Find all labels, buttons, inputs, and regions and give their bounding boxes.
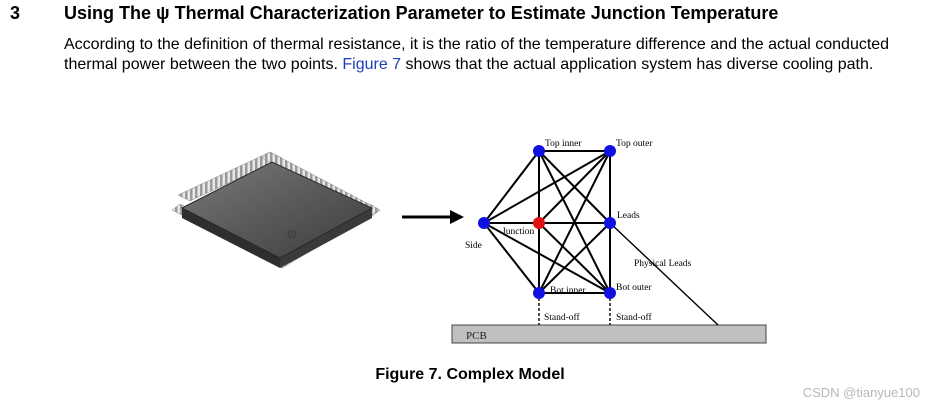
body-paragraph: According to the definition of thermal r… bbox=[64, 35, 926, 75]
pcb-board bbox=[451, 324, 767, 344]
label-side: Side bbox=[465, 241, 482, 251]
node-junction bbox=[533, 217, 545, 229]
label-top-inner: Top inner bbox=[545, 139, 582, 149]
section-title-prefix: Using The bbox=[64, 3, 157, 23]
label-bot-outer: Bot outer bbox=[616, 283, 652, 293]
paragraph-text-end: shows that the actual application system… bbox=[401, 56, 874, 73]
chip-package-illustration bbox=[171, 151, 381, 269]
label-leads: Leads bbox=[617, 211, 640, 221]
label-standoff-left: Stand-off bbox=[544, 312, 581, 323]
watermark: CSDN @tianyue100 bbox=[802, 385, 920, 400]
node-top-outer bbox=[604, 145, 616, 157]
node-side bbox=[478, 217, 490, 229]
label-top-outer: Top outer bbox=[616, 139, 653, 149]
thermal-network-edges bbox=[483, 150, 611, 294]
pcb-label: PCB bbox=[466, 330, 487, 342]
label-junction: Junction bbox=[502, 227, 534, 237]
figure-caption-text: Figure 7. Complex Model bbox=[375, 366, 565, 383]
section-number: 3 bbox=[10, 3, 21, 23]
label-physical-leads: Physical Leads bbox=[634, 259, 692, 269]
label-bot-inner: Bot inner bbox=[550, 286, 586, 296]
node-bot-inner bbox=[533, 287, 545, 299]
label-standoff-right: Stand-off bbox=[616, 312, 653, 323]
figure-caption: Figure 7. Complex Model bbox=[0, 366, 934, 384]
node-top-inner bbox=[533, 145, 545, 157]
physical-leads-line bbox=[609, 222, 719, 326]
node-bot-outer bbox=[604, 287, 616, 299]
paragraph-text-start: According to the definition of thermal r… bbox=[64, 36, 890, 73]
figure-7-link[interactable]: Figure 7 bbox=[342, 56, 402, 73]
section-title: Using The ψ Thermal Characterization Par… bbox=[64, 3, 778, 24]
node-leads bbox=[604, 217, 616, 229]
psi-symbol: ψ bbox=[156, 3, 170, 23]
arrow-icon bbox=[402, 210, 464, 224]
section-title-suffix: Thermal Characterization Parameter to Es… bbox=[169, 3, 779, 23]
